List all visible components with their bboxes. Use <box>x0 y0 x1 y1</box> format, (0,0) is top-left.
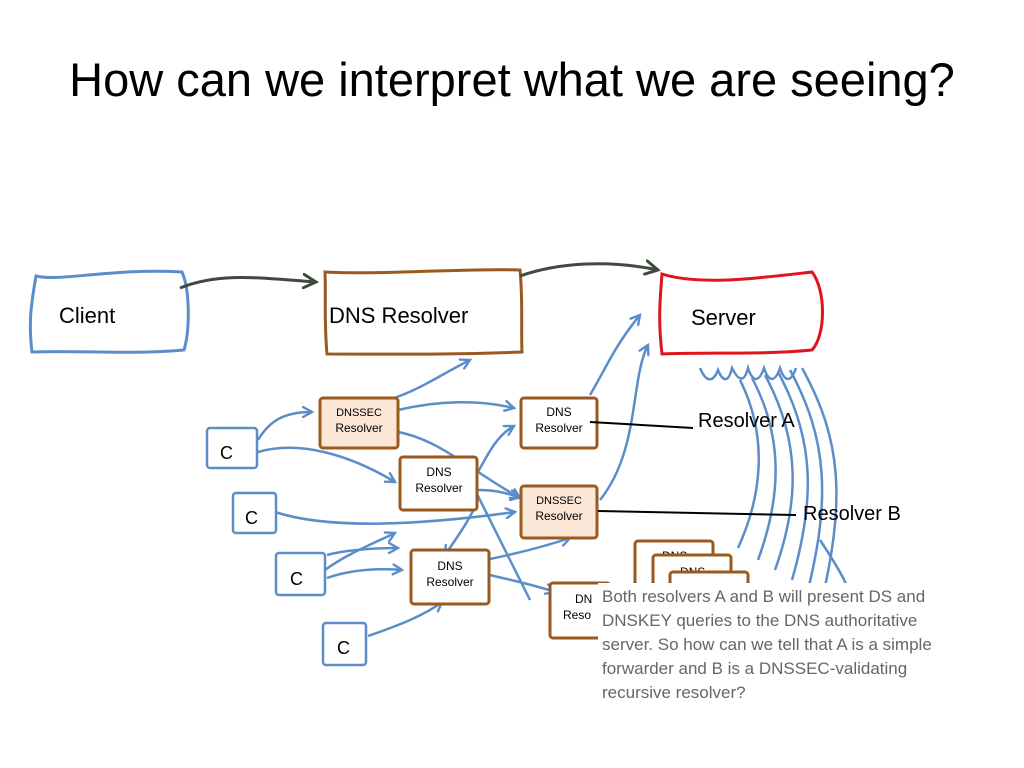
svg-text:C: C <box>337 638 350 658</box>
dns-resolver-a: DNS Resolver <box>519 396 599 450</box>
arrow-client-to-resolver <box>179 278 316 289</box>
resolver-b-label: Resolver B <box>803 503 901 525</box>
svg-text:Resolver: Resolver <box>535 421 582 435</box>
svg-text:Reso: Reso <box>563 608 591 622</box>
client-label: Client <box>59 303 115 328</box>
svg-text:C: C <box>220 443 233 463</box>
svg-text:DN: DN <box>575 592 592 606</box>
svg-text:DNS: DNS <box>437 559 462 573</box>
arrow-resolver-to-server <box>519 264 658 278</box>
svg-text:DNS: DNS <box>426 465 451 479</box>
client-c1: C <box>205 426 259 470</box>
dnssec-resolver-b: DNSSEC Resolver <box>519 484 599 540</box>
dns-resolver-label: DNS Resolver <box>329 303 468 328</box>
slide-title: How can we interpret what we are seeing? <box>69 53 955 106</box>
dnssec-resolver-top: DNSSEC Resolver <box>318 396 400 450</box>
dns-resolver-low: DNS Resolver <box>409 548 491 606</box>
svg-text:Resolver: Resolver <box>535 509 582 523</box>
client-box: Client <box>28 269 190 354</box>
svg-text:DNS: DNS <box>546 405 571 419</box>
svg-text:DNSSEC: DNSSEC <box>336 407 382 419</box>
resolver-a-label: Resolver A <box>698 410 795 432</box>
svg-text:Resolver: Resolver <box>335 421 382 435</box>
client-c2: C <box>231 491 278 535</box>
explanation-note: Both resolvers A and B will present DS a… <box>598 583 976 707</box>
client-c3: C <box>274 551 327 597</box>
server-label: Server <box>691 305 756 330</box>
svg-text:DNSSEC: DNSSEC <box>536 495 582 507</box>
svg-text:Resolver: Resolver <box>426 575 473 589</box>
dns-resolver-box: DNS Resolver <box>323 268 524 356</box>
svg-text:C: C <box>245 508 258 528</box>
client-c4: C <box>321 621 368 667</box>
resolver-b-pointer <box>597 510 797 516</box>
server-box: Server <box>658 270 824 356</box>
svg-text:C: C <box>290 569 303 589</box>
svg-text:Resolver: Resolver <box>415 481 462 495</box>
dns-resolver-mid: DNS Resolver <box>398 455 479 512</box>
resolver-a-pointer <box>589 421 694 429</box>
